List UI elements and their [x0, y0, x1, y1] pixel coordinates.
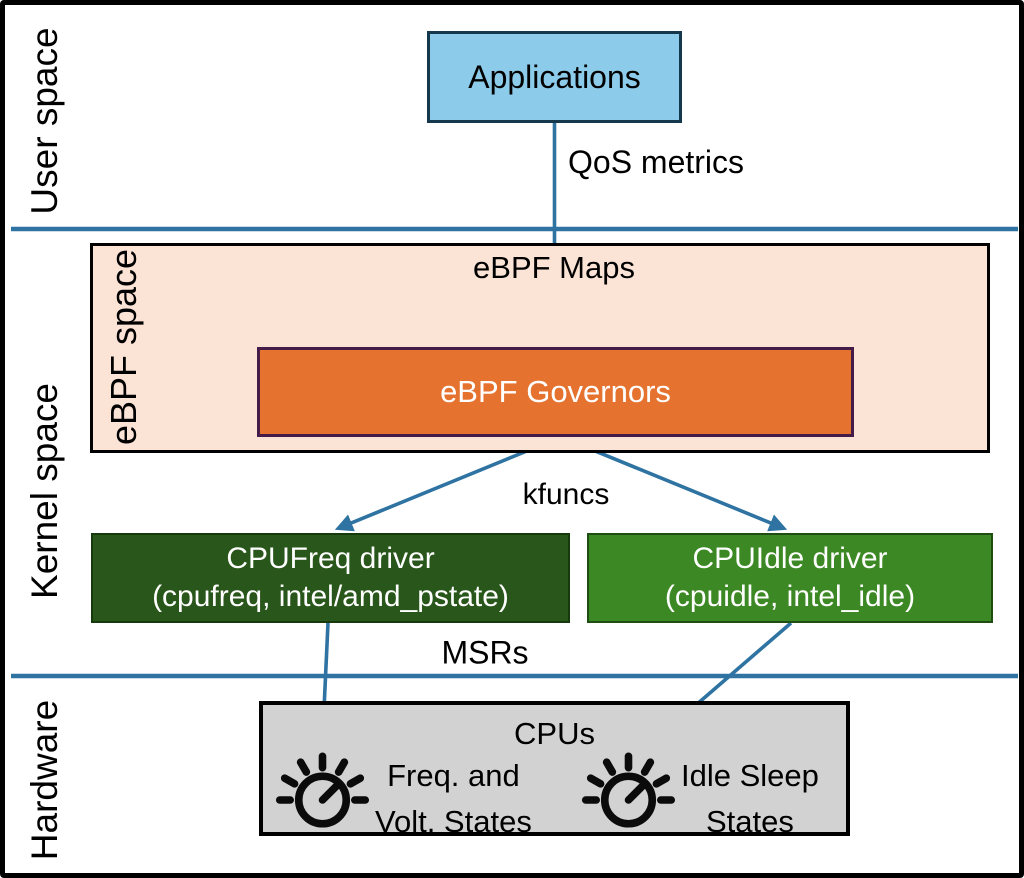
hardware-label: Hardware	[24, 699, 65, 861]
msrs-edge-label: MSRs	[441, 634, 529, 671]
ebpf-governors-label: eBPF Governors	[440, 374, 671, 409]
ebpf-governors-box: eBPF Governors	[257, 347, 854, 437]
freq-volt-states-text: Freq. and Volt. States	[375, 753, 532, 845]
cpuidle-driver-box: CPUIdle driver (cpuidle, intel_idle)	[587, 533, 993, 623]
applications-box-label: Applications	[468, 58, 641, 95]
idle-knob-dial-icon	[581, 752, 676, 828]
freq-volt-states-line1: Freq. and	[387, 758, 520, 793]
cpuidle-driver-title: CPUIdle driver	[692, 542, 888, 575]
idle-sleep-states-line1: Idle Sleep	[681, 758, 819, 793]
cpuidle-driver-subtitle: (cpuidle, intel_idle)	[664, 580, 916, 613]
freq-volt-states-line2: Volt. States	[375, 804, 532, 839]
cpus-label: CPUs	[514, 716, 595, 751]
cpus-box: CPUs Freq. and Volt. States	[259, 701, 850, 839]
kernel-space-label: Kernel space	[24, 383, 65, 599]
applications-box: Applications	[427, 31, 682, 123]
cpufreq-driver-title: CPUFreq driver	[226, 542, 435, 575]
freq-knob-dial-icon	[275, 752, 370, 828]
user-space-label: User space	[24, 27, 65, 215]
idle-sleep-states-text: Idle Sleep States	[681, 753, 819, 845]
kfuncs-edge-label: kfuncs	[522, 478, 610, 511]
cpufreq-driver-box: CPUFreq driver (cpufreq, intel/amd_pstat…	[91, 533, 570, 623]
ebpf-space-label: eBPF space	[103, 248, 144, 446]
cpufreq-driver-subtitle: (cpufreq, intel/amd_pstate)	[152, 580, 509, 613]
ebpf-maps-label: eBPF Maps	[473, 250, 635, 285]
qos-metrics-edge-label: QoS metrics	[568, 144, 745, 180]
idle-sleep-states-line2: States	[706, 804, 794, 839]
